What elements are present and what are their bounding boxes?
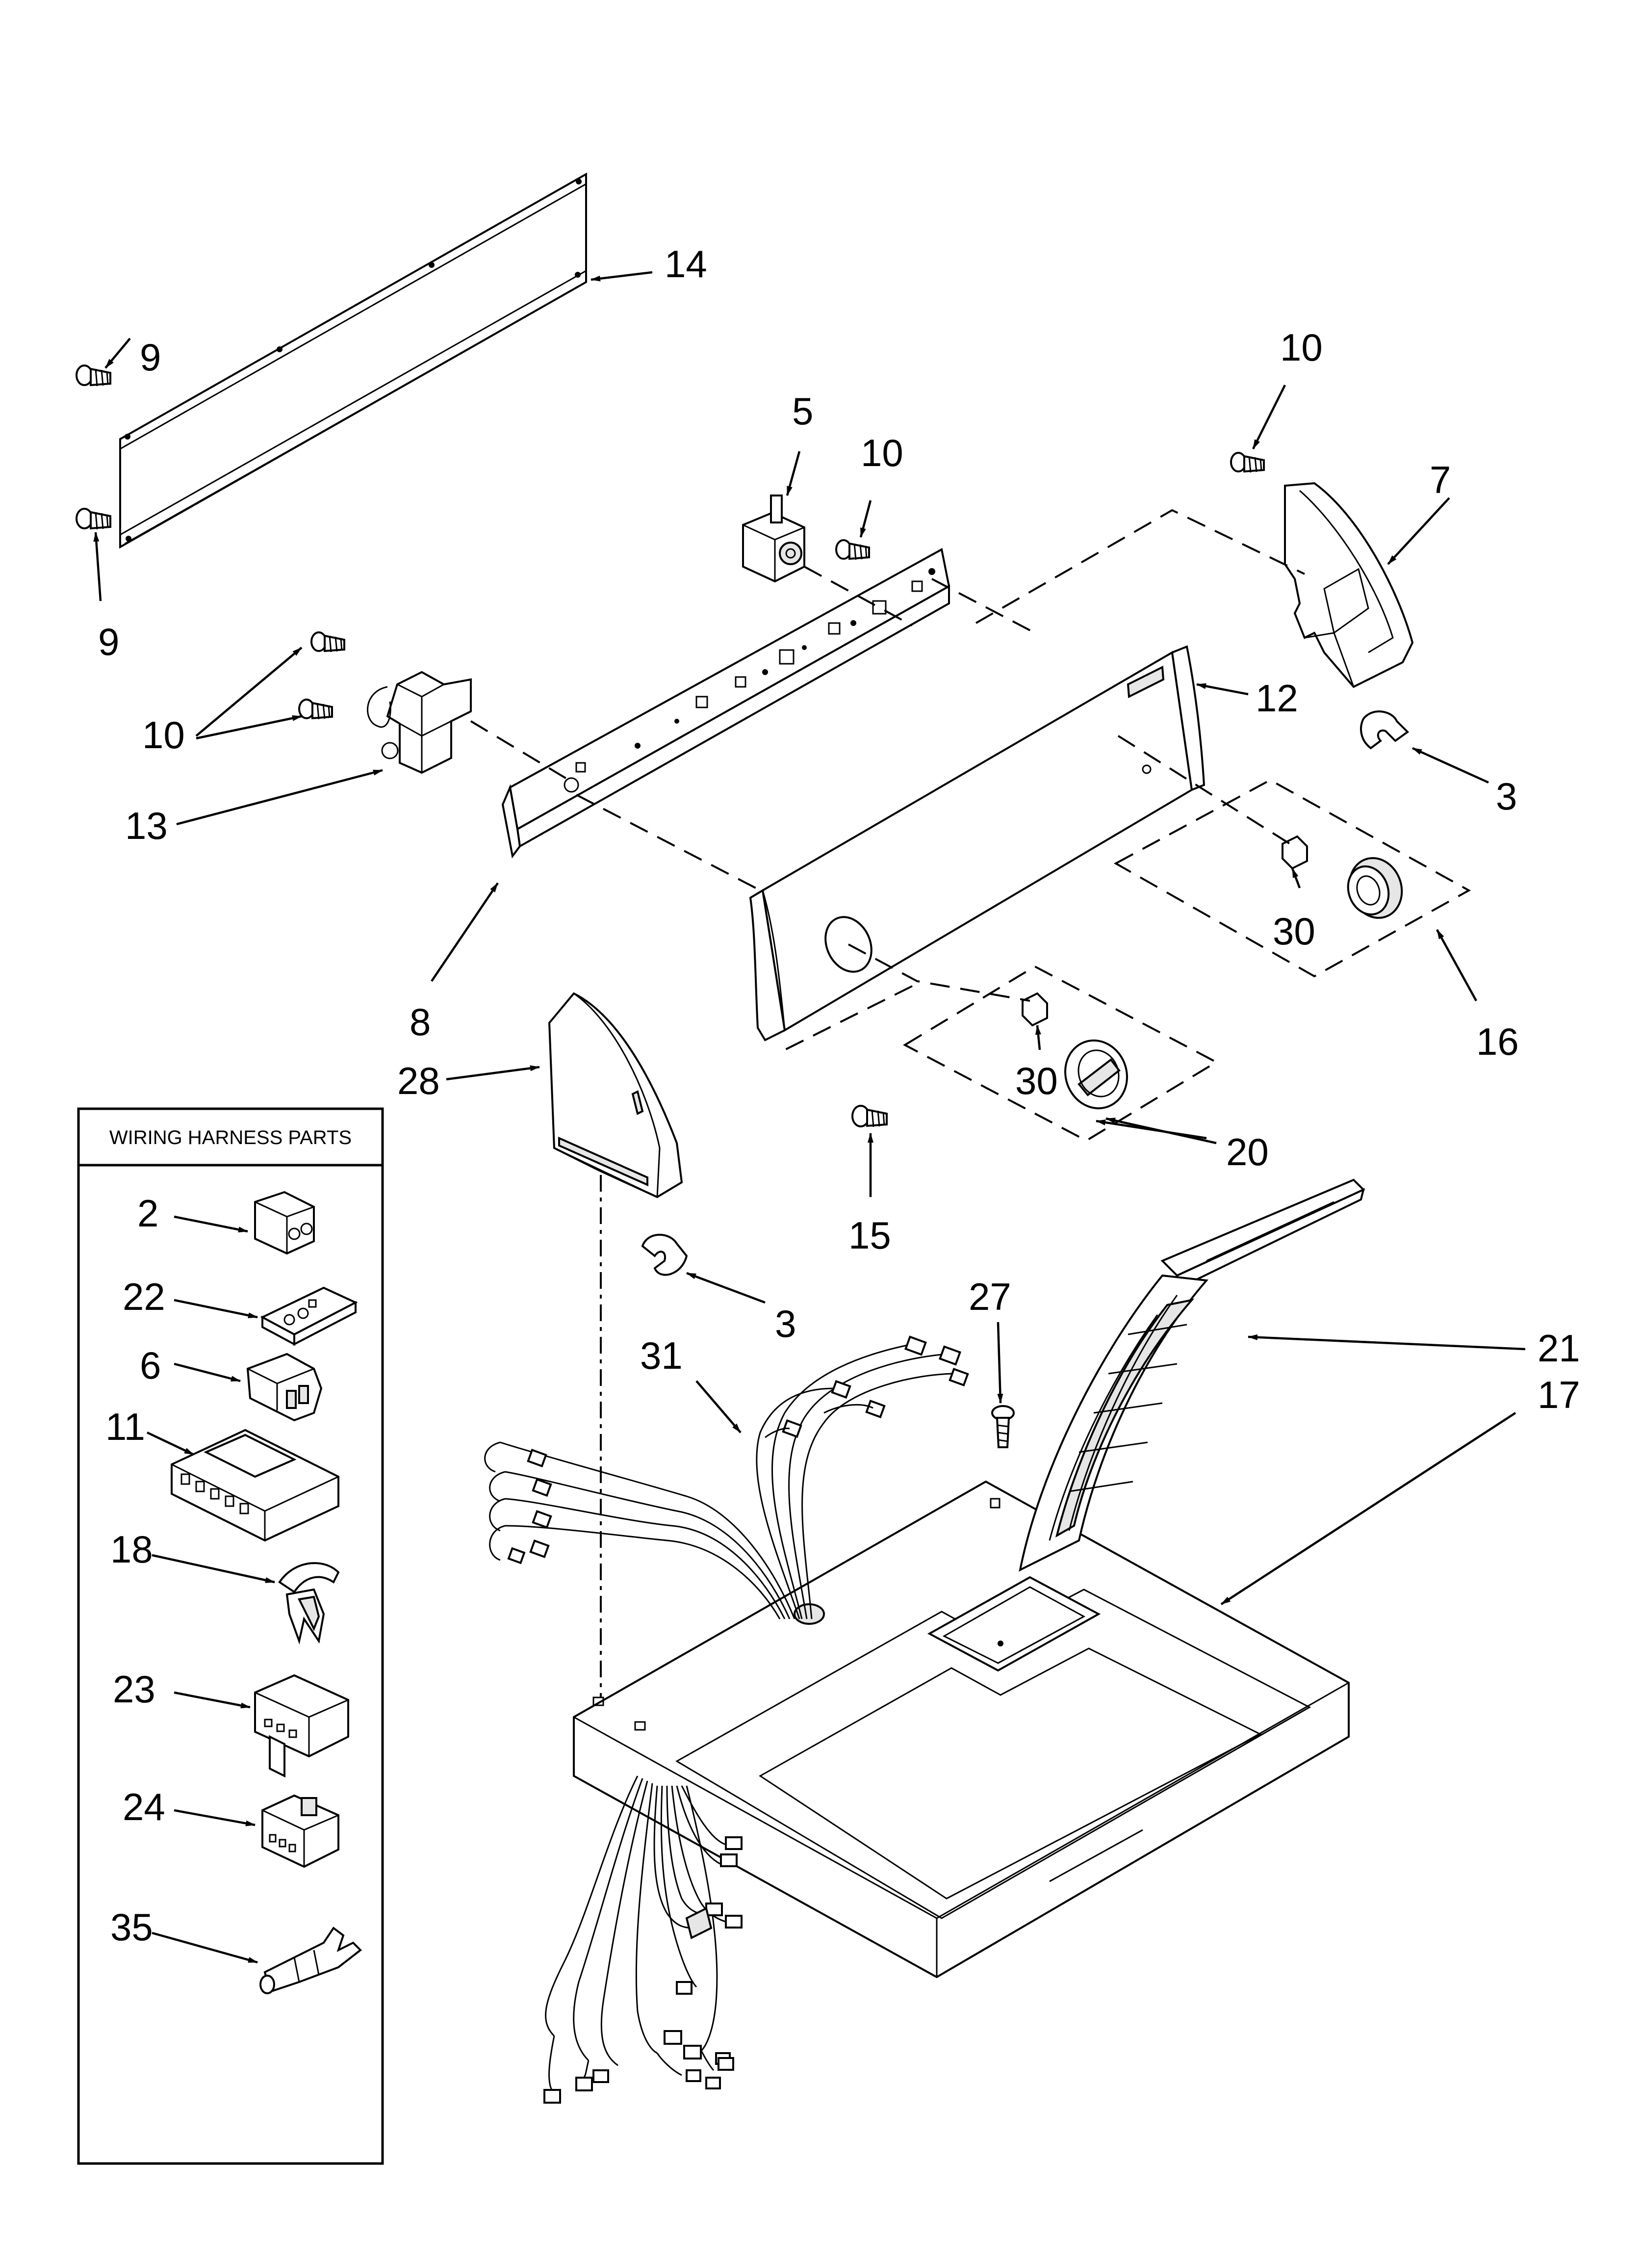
leader-lines — [93, 271, 1526, 1964]
callout-27: 27 — [969, 1275, 1011, 1318]
control-bracket-part — [501, 547, 950, 859]
callout-22: 22 — [123, 1275, 165, 1318]
switch-part-5 — [742, 495, 805, 583]
callout-17: 17 — [1538, 1373, 1580, 1416]
knob-assembly-part-20 — [902, 965, 1219, 1142]
callout-3-upper: 3 — [1496, 775, 1517, 818]
connector-part-23 — [254, 1674, 349, 1778]
assembly-lines-top — [470, 509, 1305, 1051]
screw-part-15 — [851, 1105, 888, 1127]
wiring-harness-lower — [543, 1775, 743, 2104]
callout-labels: 14 9 9 5 10 10 7 12 10 13 3 30 16 8 28 3… — [98, 242, 1580, 1949]
connector-part-24 — [261, 1794, 339, 1868]
terminal-part-18 — [278, 1562, 340, 1645]
screw-part-9a — [76, 365, 111, 387]
rear-panel-part — [119, 172, 587, 549]
callout-9-top: 9 — [140, 336, 161, 379]
connector-part-6 — [246, 1353, 323, 1422]
callout-23: 23 — [113, 1668, 155, 1711]
callout-20: 20 — [1226, 1130, 1269, 1173]
connector-part-11 — [171, 1429, 339, 1542]
callout-5: 5 — [792, 390, 813, 433]
callout-13: 13 — [125, 804, 168, 847]
callout-11: 11 — [105, 1405, 145, 1448]
lint-screen-part — [1019, 1178, 1365, 1572]
callout-30-left: 30 — [1015, 1059, 1058, 1102]
callout-28: 28 — [397, 1059, 440, 1102]
callout-6: 6 — [140, 1344, 161, 1387]
callout-3-lower: 3 — [775, 1302, 796, 1345]
callout-10-left: 10 — [142, 713, 185, 756]
callout-30-right: 30 — [1273, 910, 1315, 953]
callout-10-right: 10 — [1280, 326, 1323, 369]
clip-part-3a — [1360, 710, 1410, 750]
callout-9-bottom: 9 — [98, 620, 119, 663]
callout-8: 8 — [410, 1000, 431, 1043]
switch-part-13 — [367, 671, 472, 774]
console-panel-part — [749, 645, 1206, 1042]
wiring-harness-parts-title: WIRING HARNESS PARTS — [109, 1127, 352, 1148]
screw-part-9b — [76, 508, 111, 530]
connector-part-22 — [260, 1286, 358, 1346]
callout-7: 7 — [1430, 458, 1451, 501]
callout-12: 12 — [1256, 677, 1298, 720]
connector-part-2 — [254, 1191, 315, 1255]
clip-part-3b — [641, 1233, 688, 1276]
end-cap-right-part — [1284, 482, 1414, 688]
screw-part-10c — [835, 539, 870, 560]
end-cap-left-part — [548, 992, 683, 1199]
top-panel-part — [573, 1480, 1350, 1979]
wiring-harness-part — [484, 1335, 969, 1619]
screw-part-10b — [298, 699, 333, 720]
screw-part-10d — [1230, 452, 1265, 473]
callout-18: 18 — [110, 1528, 153, 1571]
callout-24: 24 — [123, 1785, 165, 1828]
callout-14: 14 — [665, 242, 707, 286]
callout-15: 15 — [848, 1214, 891, 1257]
callout-21: 21 — [1538, 1327, 1580, 1370]
callout-2: 2 — [137, 1192, 158, 1235]
callout-10-middle: 10 — [861, 431, 903, 474]
screw-part-10a — [310, 631, 345, 652]
screw-part-27 — [991, 1405, 1015, 1448]
callout-16: 16 — [1476, 1020, 1519, 1063]
callout-35: 35 — [110, 1905, 153, 1949]
knob-assembly-part-16 — [1113, 779, 1471, 978]
terminal-part-35 — [259, 1927, 362, 1994]
wiring-harness-parts-box: WIRING HARNESS PARTS — [77, 1107, 384, 2165]
callout-31: 31 — [640, 1334, 683, 1377]
